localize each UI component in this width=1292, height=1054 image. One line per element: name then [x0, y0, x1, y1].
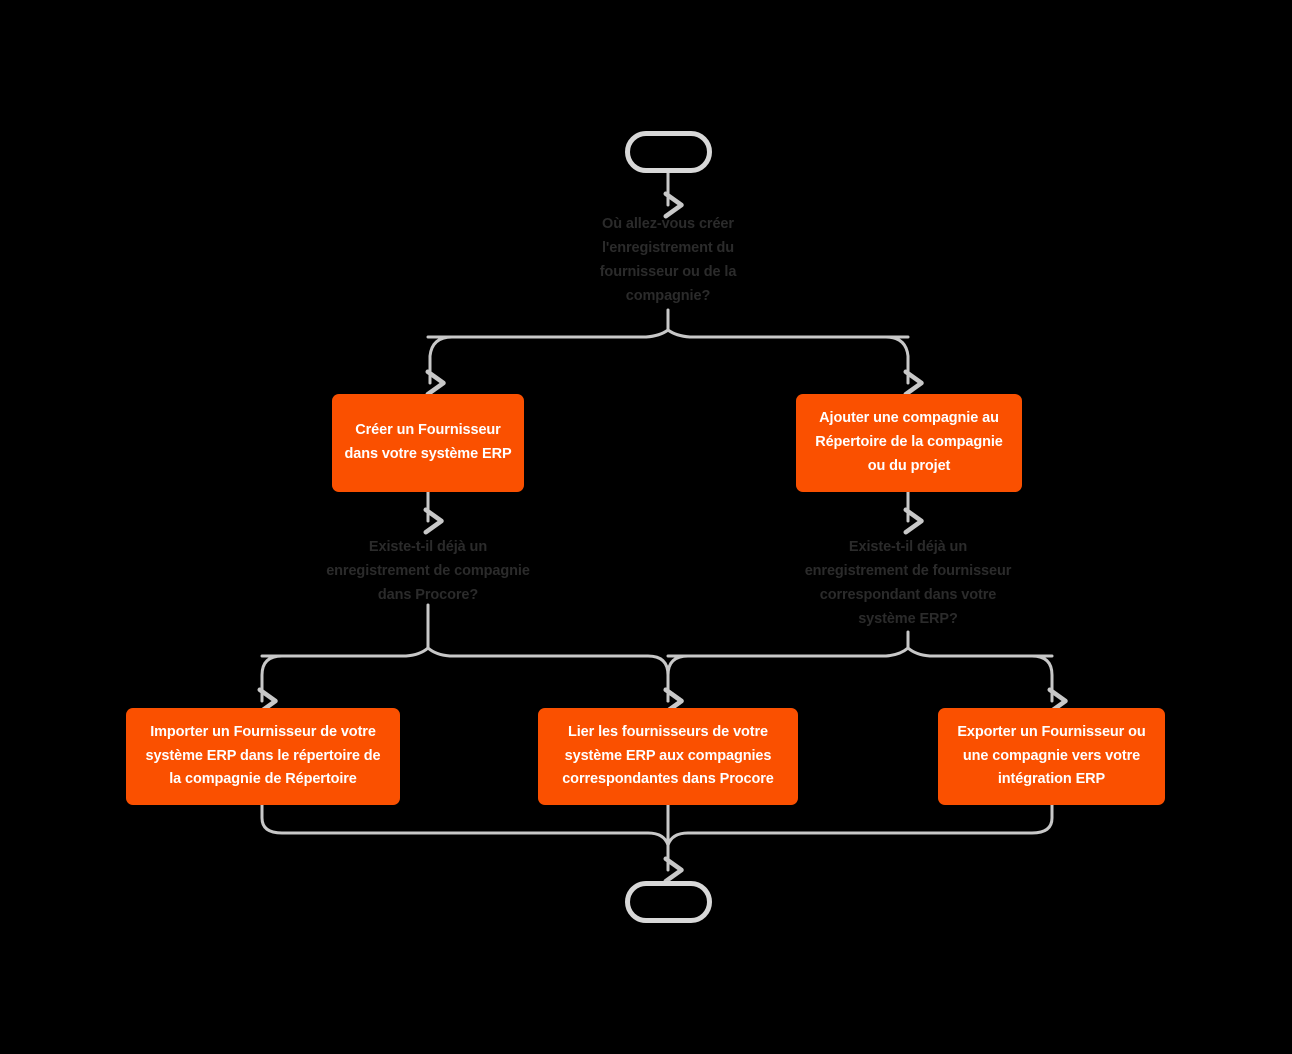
- decision-where-to-create-label: Où allez-vous créer l'enregistrement du …: [599, 216, 737, 305]
- edge-bus-level1-right: [666, 328, 924, 397]
- decision-company-exists-procore: Existe-t-il déjà un enregistrement de co…: [320, 535, 536, 609]
- edge-d2l-to-link: [426, 646, 684, 715]
- process-link-vendors-label: Lier les fournisseurs de votre système E…: [562, 723, 774, 788]
- edge-d2l-to-import: [257, 646, 430, 715]
- edge-d2r-to-export: [906, 646, 1068, 715]
- edge-import-to-merge: [260, 803, 684, 884]
- start-terminator: [625, 131, 712, 173]
- edge-bus-level1-left: [425, 328, 670, 397]
- decision-where-to-create: Où allez-vous créer l'enregistrement du …: [568, 212, 768, 310]
- process-create-vendor-erp[interactable]: Créer un Fournisseur dans votre système …: [332, 394, 524, 492]
- process-export-vendor[interactable]: Exporter un Fournisseur ou une compagnie…: [938, 708, 1165, 805]
- decision-vendor-exists-erp: Existe-t-il déjà un enregistrement de fo…: [796, 535, 1020, 635]
- decision-company-exists-procore-label: Existe-t-il déjà un enregistrement de co…: [326, 539, 530, 604]
- process-export-vendor-label: Exporter un Fournisseur ou une compagnie…: [957, 723, 1146, 788]
- edge-d2r-to-link: [663, 646, 910, 715]
- edge-export-to-merge: [666, 803, 1054, 847]
- end-terminator: [625, 881, 712, 923]
- process-link-vendors[interactable]: Lier les fournisseurs de votre système E…: [538, 708, 798, 805]
- decision-vendor-exists-erp-label: Existe-t-il déjà un enregistrement de fo…: [804, 539, 1012, 628]
- process-add-company-directory-label: Ajouter une compagnie au Répertoire de l…: [815, 410, 1003, 474]
- process-create-vendor-erp-label: Créer un Fournisseur dans votre système …: [344, 422, 512, 462]
- process-import-vendor[interactable]: Importer un Fournisseur de votre système…: [126, 708, 400, 805]
- process-add-company-directory[interactable]: Ajouter une compagnie au Répertoire de l…: [796, 394, 1022, 492]
- process-import-vendor-label: Importer un Fournisseur de votre système…: [145, 723, 381, 788]
